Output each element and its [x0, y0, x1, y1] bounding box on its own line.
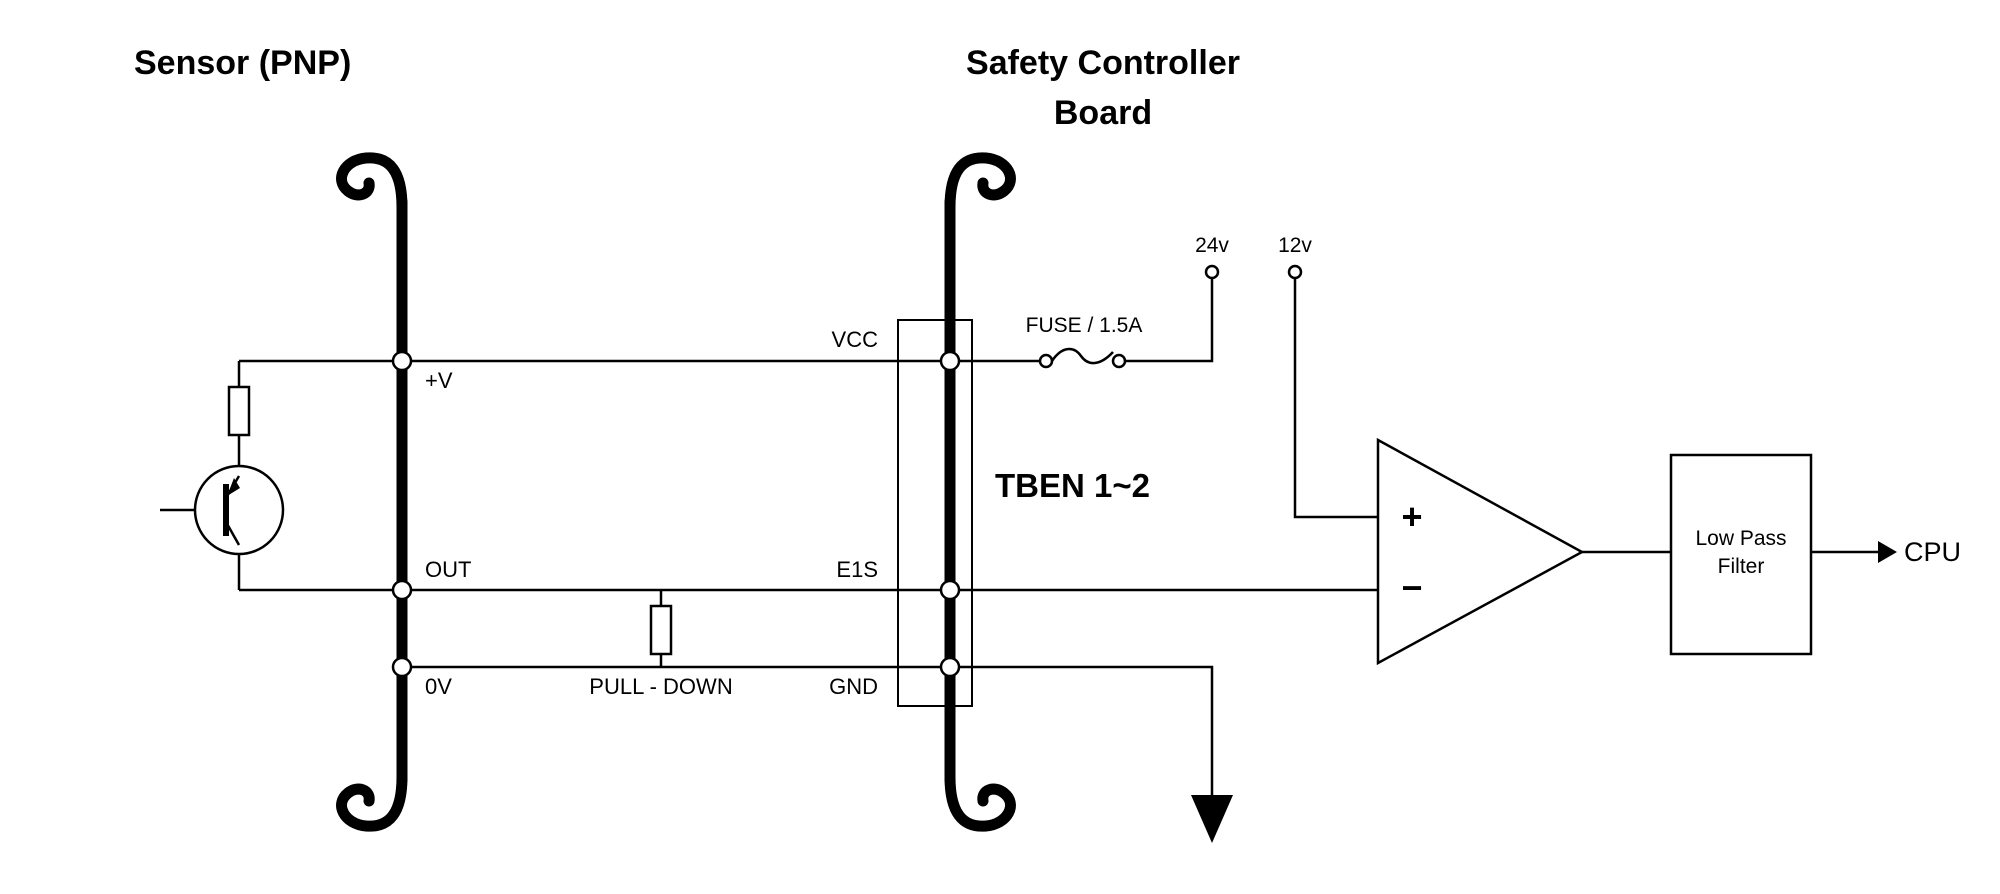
pin-label-e1s: E1S	[836, 557, 878, 582]
controller-bus-bottom-hook	[944, 771, 1016, 832]
pin-label-vcc: VCC	[832, 327, 879, 352]
pnp-transistor	[193, 464, 285, 556]
e1s-node	[939, 579, 961, 601]
rail-24v-terminal	[1204, 264, 1220, 280]
comparator-plus-label: +	[1401, 496, 1422, 537]
sensor-bus-bottom-hook	[336, 771, 408, 832]
connector-outline	[897, 319, 973, 707]
rail-12v-label: 12v	[1278, 234, 1312, 257]
controller-title-line2: Board	[1054, 94, 1152, 132]
tben-label: TBEN 1~2	[995, 467, 1150, 504]
rail-12v-terminal	[1287, 264, 1303, 280]
gnd-node	[939, 656, 961, 678]
sensor-title: Sensor (PNP)	[134, 44, 351, 82]
transistor-collector-diagonal	[224, 521, 241, 546]
out-node	[391, 579, 413, 601]
lpf-box	[1669, 453, 1813, 656]
pulldown-label: PULL - DOWN	[589, 674, 732, 699]
vcc-node	[939, 350, 961, 372]
pin-label-vplus: +V	[425, 368, 453, 393]
rail12v-wire	[1293, 278, 1378, 519]
cpu-arrowhead	[1878, 541, 1897, 563]
zerov-node	[391, 656, 413, 678]
fuse-to-24v-wire	[1125, 278, 1214, 363]
pin-label-zerov: 0V	[425, 674, 452, 699]
comparator-minus-label: −	[1401, 567, 1422, 608]
lpf-label-line1: Low Pass	[1695, 527, 1786, 550]
zerov-gnd-wire	[402, 665, 1214, 795]
transistor-body	[193, 464, 285, 556]
transistor-emitter-arrow	[227, 478, 240, 496]
fuse-element	[1050, 347, 1114, 365]
controller-title-line1: Safety Controller	[966, 44, 1240, 82]
rail-24v-label: 24v	[1195, 234, 1229, 257]
comparator-triangle	[1376, 437, 1585, 666]
vplus-node	[391, 350, 413, 372]
controller-cable-bus	[944, 152, 1016, 832]
cpu-label: CPU	[1904, 537, 1961, 567]
fuse-symbol	[1038, 347, 1127, 369]
controller-bus-top-hook	[944, 152, 1016, 213]
ground-arrow	[1191, 795, 1233, 843]
pin-label-gnd: GND	[829, 674, 878, 699]
sensor-resistor	[227, 385, 251, 437]
fuse-label: FUSE / 1.5A	[1026, 314, 1143, 337]
fuse-right-terminal	[1111, 353, 1127, 369]
pin-label-out: OUT	[425, 557, 471, 582]
sensor-bus-top-hook	[336, 152, 408, 213]
pulldown-resistor	[649, 604, 673, 656]
fuse-left-terminal	[1038, 353, 1054, 369]
lpf-label-line2: Filter	[1718, 555, 1765, 578]
junction-nodes	[391, 350, 961, 678]
wires	[160, 278, 1880, 795]
sensor-cable-bus	[336, 152, 408, 832]
